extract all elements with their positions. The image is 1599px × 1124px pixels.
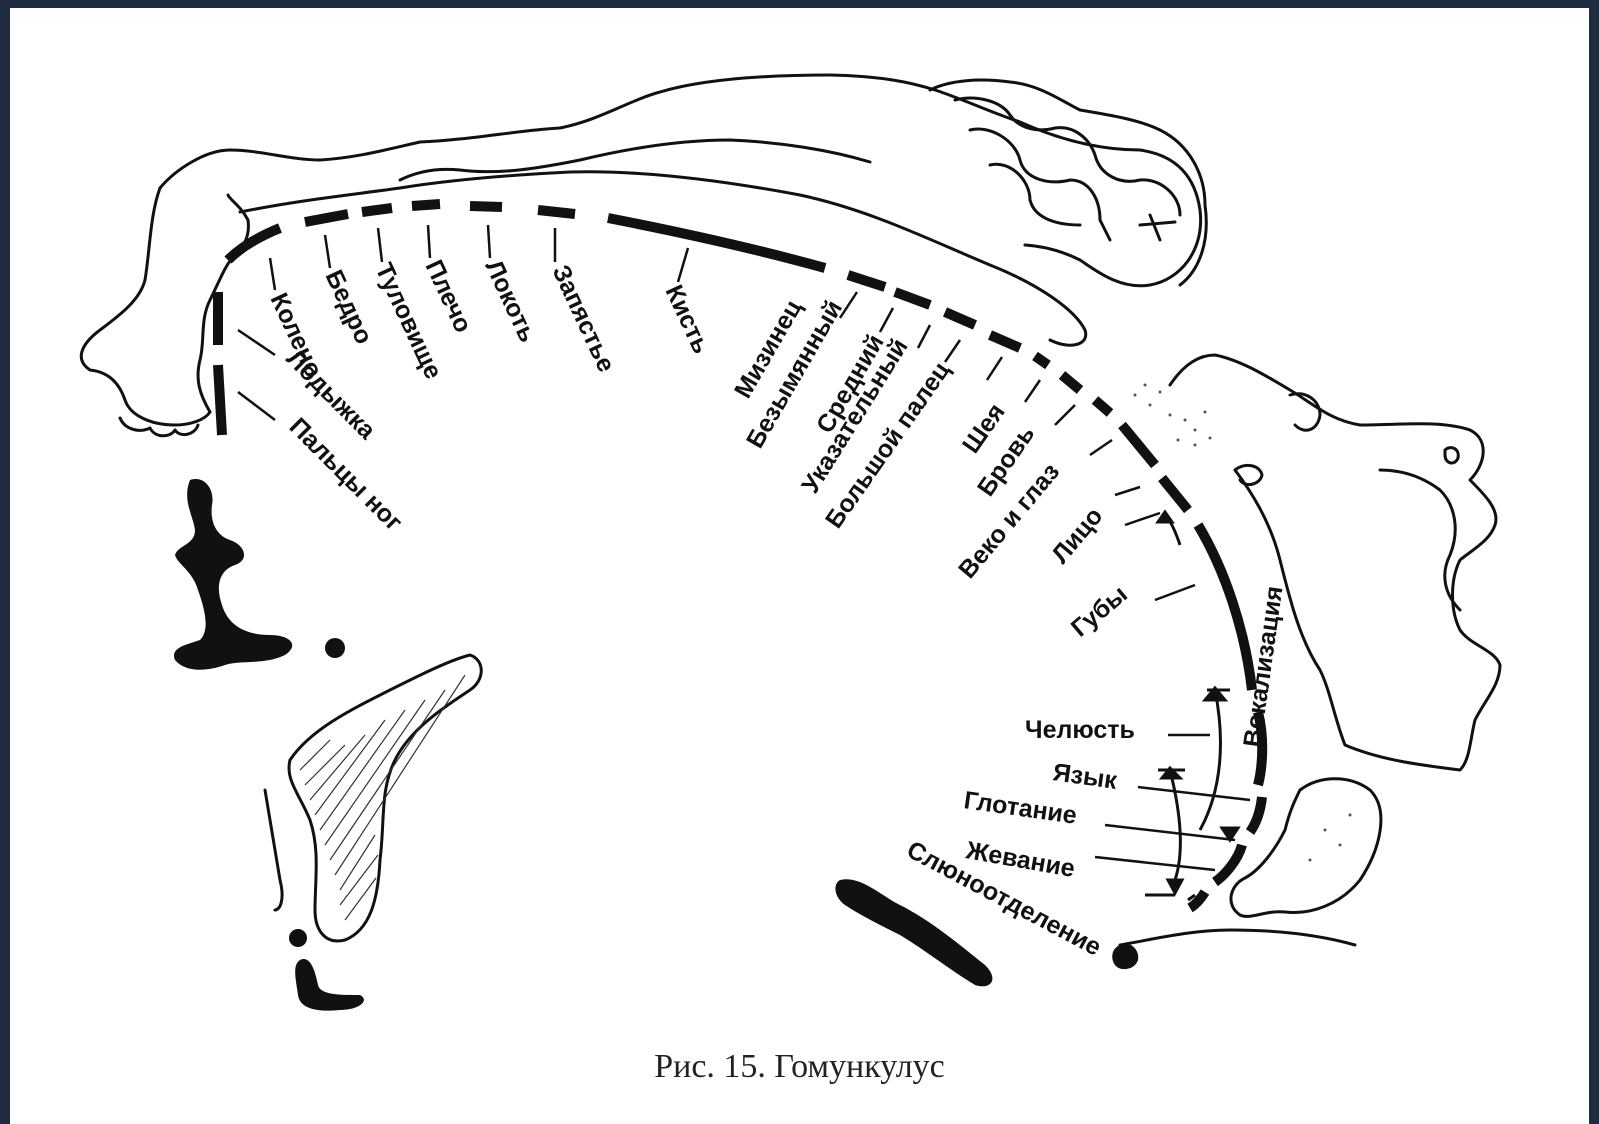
label-wrist: Запястье bbox=[547, 261, 621, 377]
figure-frame: Колено Бедро Туловище Плечо Локоть Запяс… bbox=[10, 8, 1589, 1124]
label-tongue: Язык bbox=[1051, 758, 1119, 795]
figure-caption: Рис. 15. Гомункулус bbox=[10, 1048, 1589, 1086]
label-shoulder: Плечо bbox=[420, 256, 478, 337]
label-lips: Губы bbox=[1066, 580, 1133, 643]
label-toes: Пальцы ног bbox=[284, 412, 408, 536]
motor-strip bbox=[218, 204, 1262, 908]
label-hand: Кисть bbox=[660, 281, 716, 358]
homunculus-diagram: Колено Бедро Туловище Плечо Локоть Запяс… bbox=[10, 8, 1589, 1124]
label-face: Лицо bbox=[1046, 502, 1108, 569]
labels: Колено Бедро Туловище Плечо Локоть Запяс… bbox=[265, 256, 1289, 962]
label-jaw: Челюсть bbox=[1025, 716, 1135, 744]
label-elbow: Локоть bbox=[480, 256, 542, 347]
homunculus-drawing bbox=[81, 75, 1500, 945]
label-swallowing: Глотание bbox=[962, 786, 1079, 830]
label-hip: Бедро bbox=[320, 266, 378, 349]
